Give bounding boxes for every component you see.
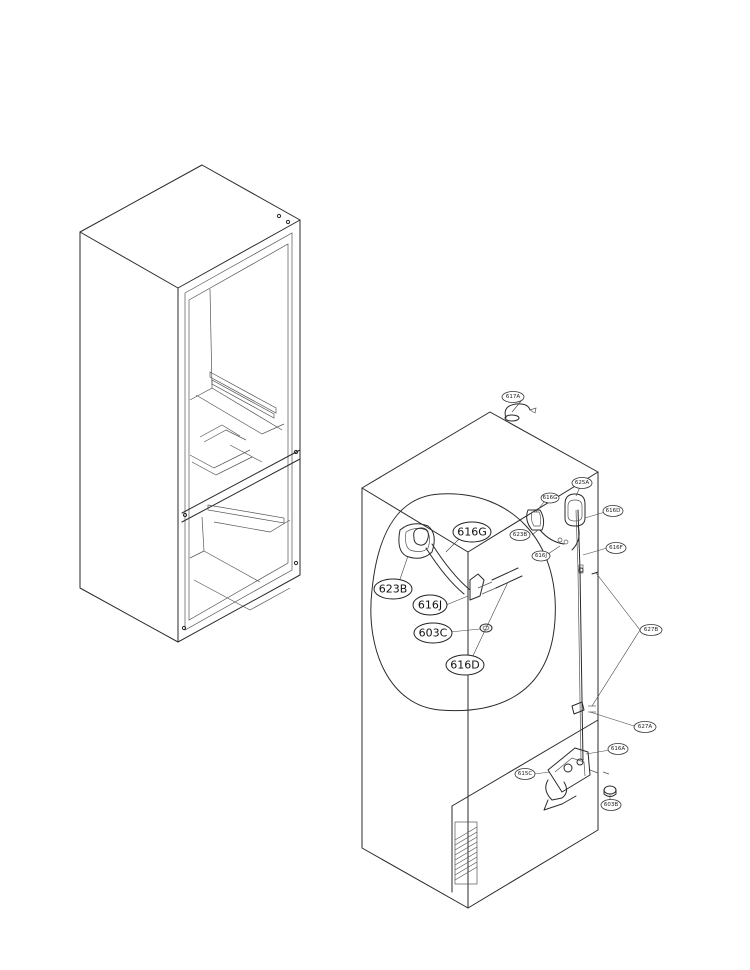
callout-623b-small: 623B bbox=[509, 529, 531, 541]
water-valve-bottom bbox=[543, 747, 610, 811]
svg-text:623B: 623B bbox=[513, 532, 527, 538]
svg-text:616F: 616F bbox=[609, 545, 623, 551]
svg-text:616D: 616D bbox=[450, 659, 479, 672]
svg-text:623B: 623B bbox=[379, 583, 408, 596]
callout-616j-small: 616J bbox=[531, 550, 551, 562]
rear-cabinet-drawing bbox=[361, 403, 617, 909]
callouts-detail: 616G 623B 616J 603C 616D bbox=[373, 521, 492, 676]
callout-615c: 615C bbox=[514, 768, 536, 780]
callout-616d-small: 616D bbox=[602, 505, 624, 517]
callout-616a: 616A bbox=[607, 743, 629, 755]
front-cabinet-drawing bbox=[79, 164, 301, 643]
svg-text:603B: 603B bbox=[604, 802, 618, 808]
callout-616j-detail: 616J bbox=[412, 594, 448, 616]
detail-inset bbox=[370, 493, 556, 712]
svg-text:616J: 616J bbox=[535, 553, 547, 559]
callout-627b: 627B bbox=[639, 624, 663, 636]
svg-text:627B: 627B bbox=[644, 627, 658, 633]
svg-text:616G: 616G bbox=[457, 526, 487, 539]
svg-text:616D: 616D bbox=[606, 508, 621, 514]
callout-625a: 625A bbox=[571, 477, 593, 489]
svg-text:616J: 616J bbox=[418, 599, 442, 612]
svg-text:616A: 616A bbox=[611, 746, 625, 752]
callout-603c-detail: 603C bbox=[413, 622, 453, 644]
svg-text:603C: 603C bbox=[419, 627, 448, 640]
top-connector bbox=[504, 403, 537, 422]
callout-617a: 617A bbox=[501, 391, 525, 403]
callout-623b-detail: 623B bbox=[373, 578, 413, 600]
svg-text:627A: 627A bbox=[638, 724, 652, 730]
callout-616g-small: 616G bbox=[540, 492, 560, 504]
vent-grille bbox=[454, 821, 478, 885]
svg-text:616G: 616G bbox=[543, 495, 558, 501]
callouts-small: 617A 625A 616G 616D 623B 616J 616F 627B … bbox=[501, 391, 663, 811]
svg-text:625A: 625A bbox=[575, 480, 589, 486]
bracket-623b bbox=[526, 509, 569, 545]
callout-616f: 616F bbox=[605, 542, 627, 554]
leader-lines bbox=[397, 399, 641, 800]
svg-text:617A: 617A bbox=[506, 394, 520, 400]
svg-text:615C: 615C bbox=[518, 771, 532, 777]
callout-616g-detail: 616G bbox=[452, 521, 492, 543]
callout-603b: 603B bbox=[600, 799, 622, 811]
callout-616d-detail: 616D bbox=[445, 654, 485, 676]
callout-627a: 627A bbox=[633, 721, 657, 733]
